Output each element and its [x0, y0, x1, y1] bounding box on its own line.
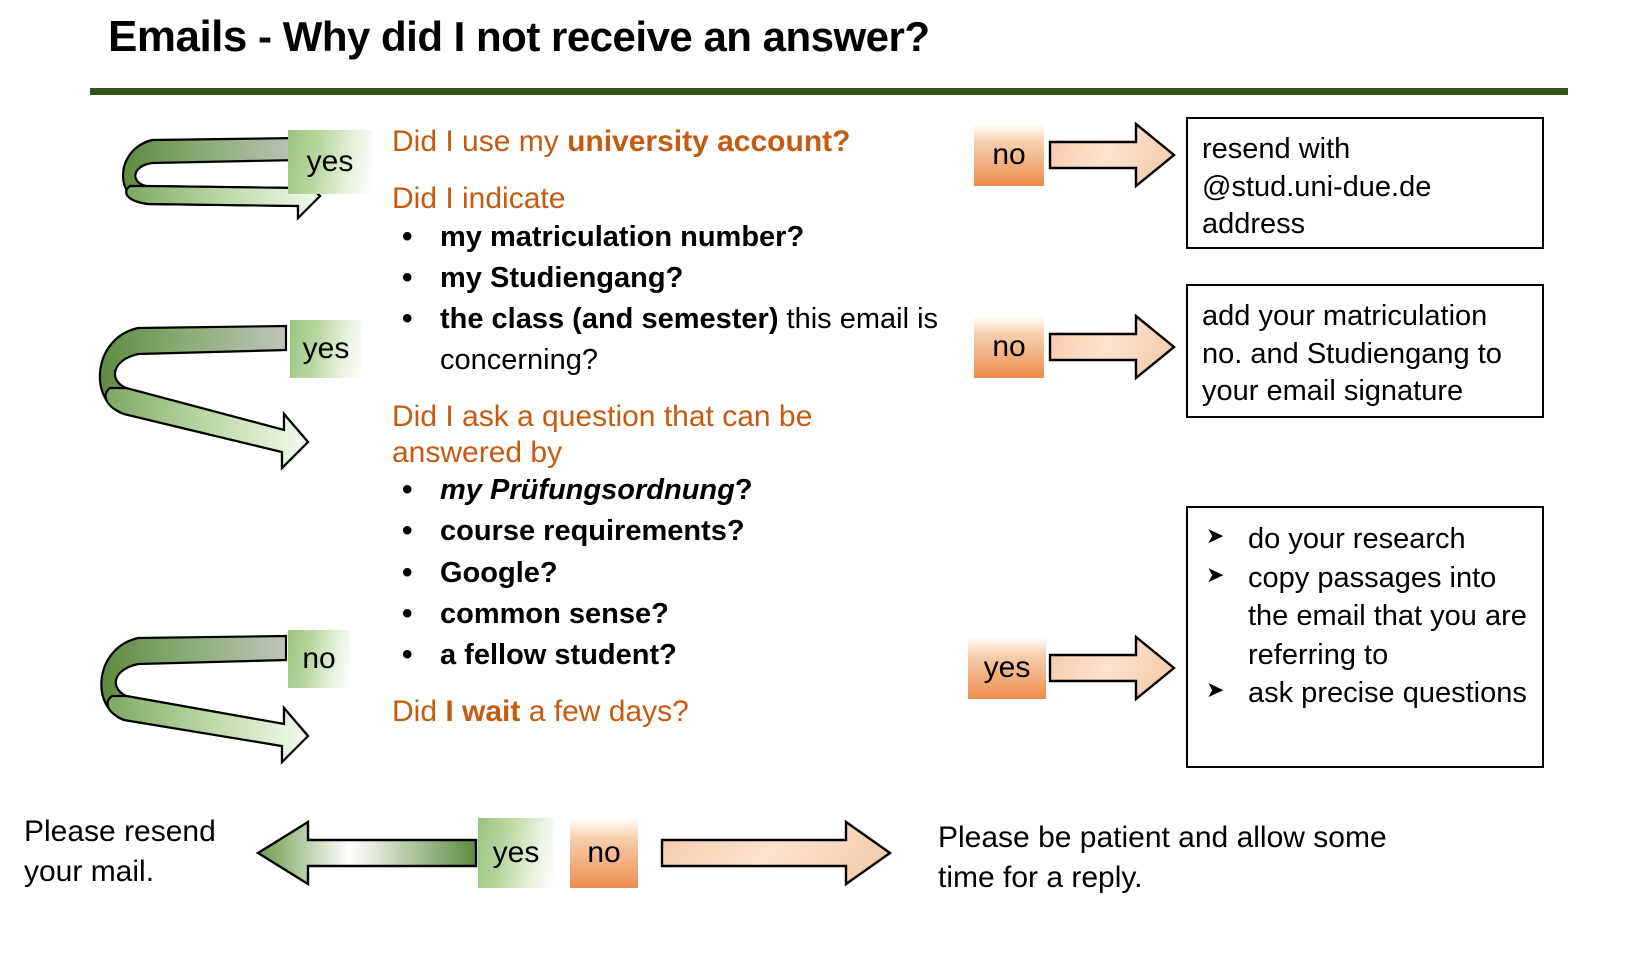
bullet-bold: my matriculation number? — [440, 220, 805, 253]
question-4-heading: Did I wait a few days? — [392, 694, 972, 729]
loop-arrow-2 — [98, 324, 310, 471]
footer-chip-no: no — [570, 818, 638, 888]
page-title: Emails - Why did I not receive an answer… — [108, 12, 1568, 61]
branch-3-arrow-right-icon — [1048, 634, 1176, 702]
footer-left-text: Please resend your mail. — [24, 812, 274, 892]
list-item: ask precise questions — [1202, 674, 1528, 713]
loop-arrow-1-chip-yes: yes — [288, 130, 372, 194]
bullet-italic: my Prüfungsordnung — [440, 474, 735, 507]
title-rest: - Why did I not receive an answer? — [258, 13, 930, 60]
list-item: a fellow student? — [392, 634, 972, 677]
question-4-plain-a: Did — [392, 695, 446, 729]
title-bold: Emails — [108, 12, 247, 61]
chip-label: yes — [302, 332, 350, 365]
chip-label: no — [992, 330, 1026, 363]
result-line: resend with — [1202, 133, 1351, 165]
question-3-heading: Did I ask a question that can be answere… — [392, 400, 813, 469]
loop-arrow-2-chip-yes: yes — [290, 320, 362, 378]
branch-2-arrow-right-icon — [1048, 313, 1176, 381]
bullet-bold: course requirements? — [440, 515, 745, 548]
bullet-regular: this email is concerning? — [440, 303, 939, 377]
chip-label: yes — [983, 651, 1031, 684]
footer-right-text: Please be patient and allow some time fo… — [938, 818, 1498, 898]
loop-arrow-3-chip-no: no — [288, 630, 350, 688]
question-3-bullets: my Prüfungsordnung? course requirements?… — [392, 469, 972, 677]
chip-label: no — [992, 138, 1026, 171]
result-line: @stud.uni-due.de — [1202, 170, 1432, 203]
footer-right-line: Please be patient and allow some — [938, 821, 1387, 854]
question-1-heading: Did I use my university account? — [392, 124, 972, 159]
branch-2-result-box: add your matriculation no. and Studienga… — [1186, 284, 1544, 418]
chip-label: yes — [492, 836, 540, 869]
list-item: copy passages into the email that you ar… — [1202, 559, 1528, 675]
branch-2-chip-no: no — [974, 316, 1044, 378]
list-item: the class (and semester) this email is c… — [392, 298, 972, 381]
footer-right-line: time for a reply. — [938, 861, 1143, 895]
result-line: add your matriculation — [1202, 300, 1488, 332]
questions-column: Did I use my university account? Did I i… — [392, 124, 972, 730]
branch-1-chip-no: no — [974, 124, 1044, 186]
list-item: course requirements? — [392, 510, 972, 553]
result-line: no. and Studiengang to — [1202, 337, 1502, 370]
question-2-heading: Did I indicate — [392, 182, 566, 216]
branch-3-list: do your research copy passages into the … — [1202, 520, 1528, 713]
list-item: my Prüfungsordnung? — [392, 469, 972, 512]
result-line: your email signature — [1202, 375, 1464, 408]
bullet-bold: my Studiengang? — [440, 261, 684, 294]
list-item: Google? — [392, 552, 972, 595]
branch-1-arrow-right-icon — [1048, 121, 1176, 189]
branch-3-chip-yes: yes — [968, 637, 1046, 699]
loop-arrow-3 — [100, 634, 310, 765]
list-item: my matriculation number? — [392, 216, 972, 259]
list-item: do your research — [1202, 520, 1528, 559]
footer-arrow-right-icon — [660, 819, 893, 887]
question-1-plain: Did I use my — [392, 125, 568, 158]
branch-1-result-box: resend with @stud.uni-due.de address — [1186, 117, 1544, 249]
footer-left-line: Please resend — [24, 815, 216, 848]
bullet-bold: a fellow student? — [440, 638, 677, 671]
bullet-bold: the class (and semester) — [440, 303, 779, 336]
list-item: my Studiengang? — [392, 257, 972, 300]
footer-arrow-left-icon — [255, 819, 478, 887]
bullet-bold: common sense? — [440, 597, 669, 630]
bullet-bold: ? — [734, 474, 753, 507]
chip-label: no — [587, 836, 621, 869]
question-4-plain-b: a few days? — [520, 695, 689, 729]
footer-left-line: your mail. — [24, 855, 155, 889]
chip-label: yes — [306, 145, 354, 178]
result-line: address — [1202, 208, 1306, 241]
list-item: common sense? — [392, 593, 972, 636]
question-2-bullets: my matriculation number? my Studiengang?… — [392, 216, 972, 382]
question-1-bold: university account? — [567, 125, 851, 158]
title-divider — [90, 88, 1568, 95]
question-4-bold: I wait — [445, 695, 521, 729]
chip-label: no — [302, 642, 336, 675]
footer-chip-yes: yes — [478, 818, 554, 888]
bullet-bold: Google? — [440, 556, 558, 589]
branch-3-result-box: do your research copy passages into the … — [1186, 506, 1544, 768]
